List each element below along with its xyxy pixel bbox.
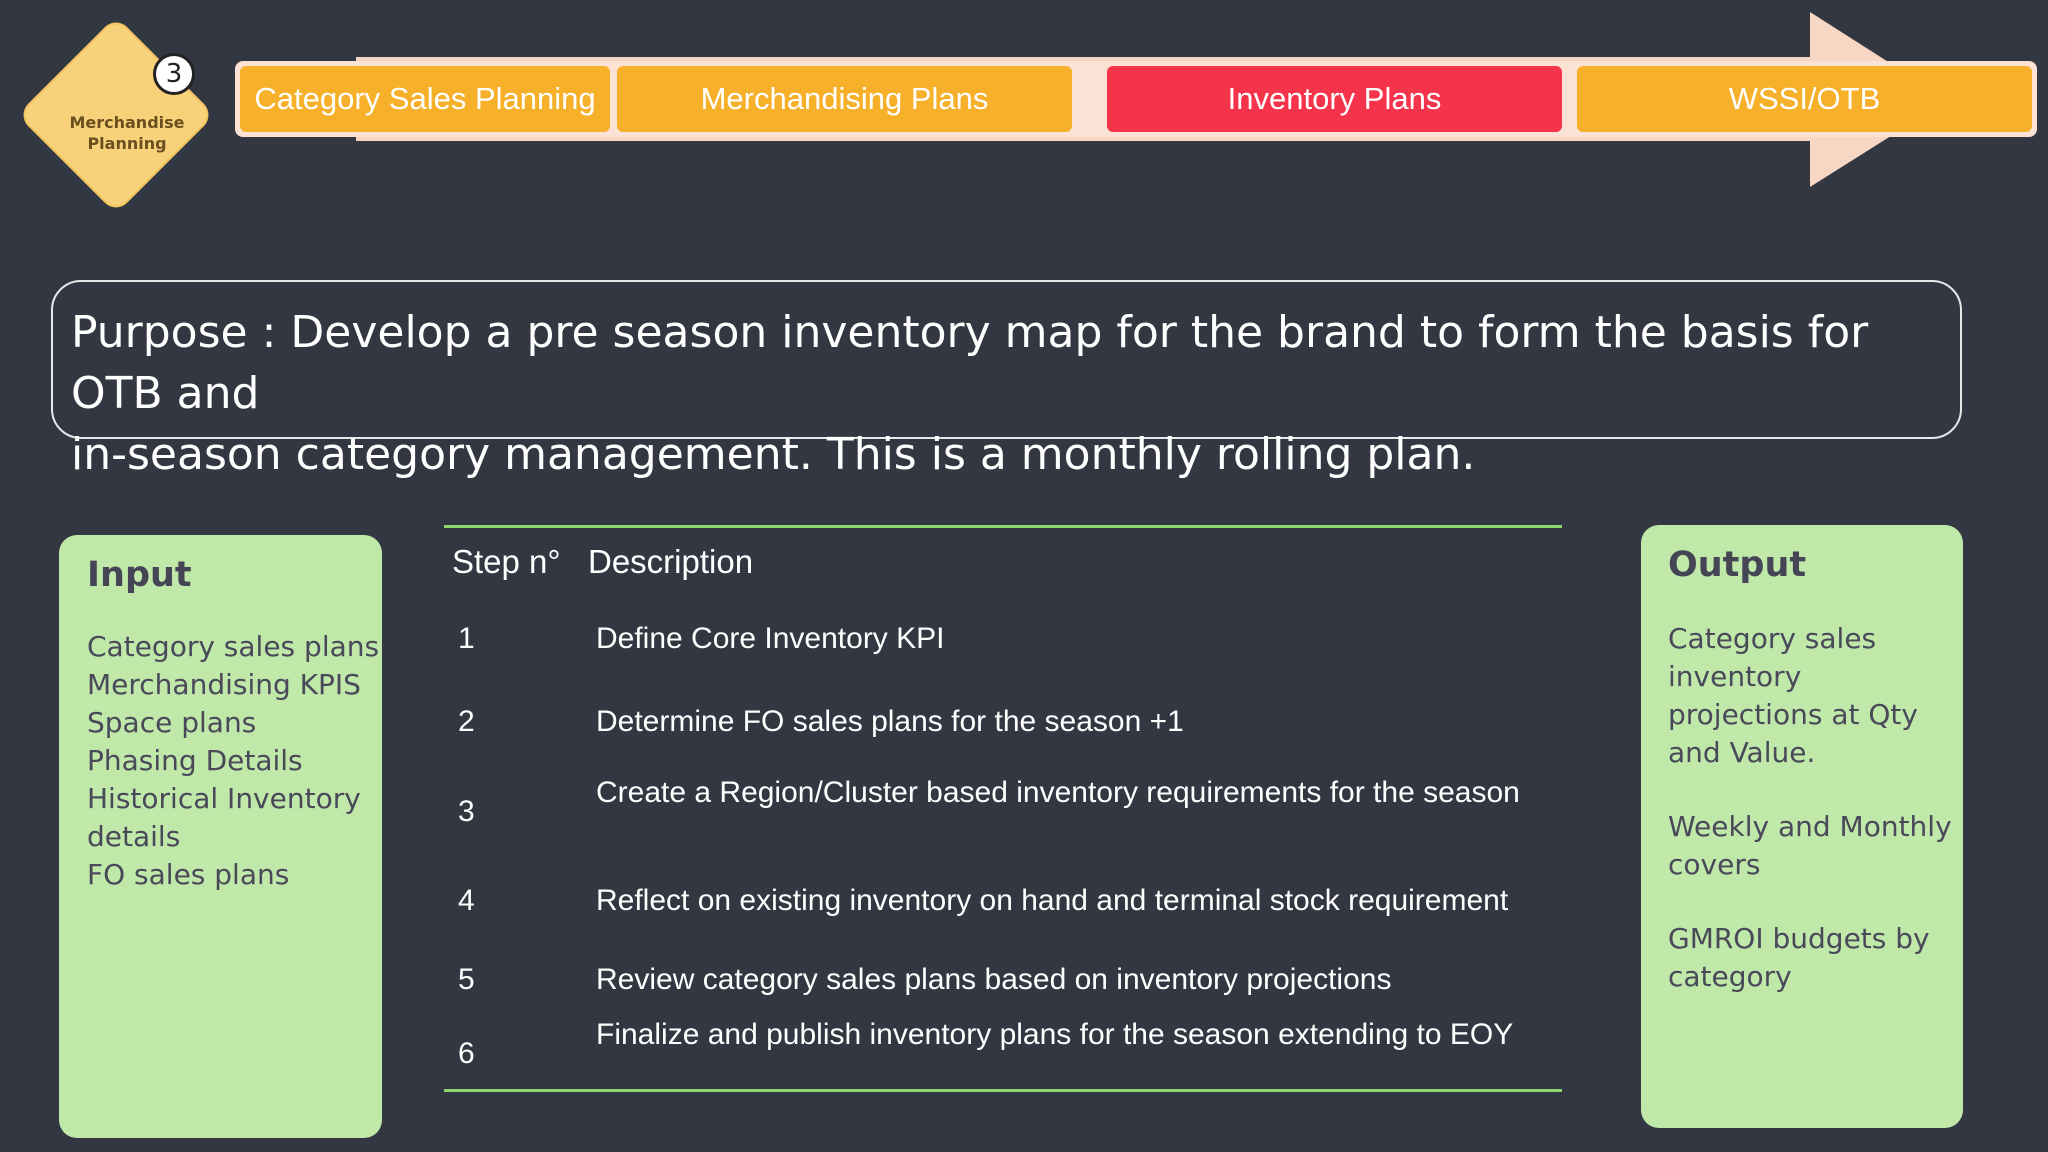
output-line: projections at Qty	[1668, 698, 1918, 731]
step-number: 5	[458, 963, 475, 996]
input-title: Input	[87, 555, 192, 595]
input-item: Merchandising KPIS	[87, 668, 361, 701]
step-number: 3	[458, 795, 475, 828]
step-number: 1	[458, 622, 475, 655]
step-description: Review category sales plans based on inv…	[596, 963, 1392, 996]
output-panel: Output Category sales inventory projecti…	[1641, 525, 1963, 1128]
header-step: Step n°	[452, 543, 561, 580]
output-line: category	[1668, 960, 1792, 993]
step-description: Define Core Inventory KPI	[596, 622, 945, 655]
output-line: covers	[1668, 848, 1761, 881]
input-item: Category sales plans	[87, 630, 380, 663]
output-line: and Value.	[1668, 736, 1816, 769]
output-line: Category sales	[1668, 622, 1877, 655]
stage-merchandising-plans[interactable]: Merchandising Plans	[617, 66, 1072, 132]
badge-label-text: Merchandise Planning	[69, 113, 185, 153]
purpose-box: Purpose : Develop a pre season inventory…	[51, 280, 1962, 480]
badge-step-number: 3	[153, 53, 195, 95]
input-panel: Input Category sales plans Merchandising…	[59, 535, 382, 1138]
step-description: Create a Region/Cluster based inventory …	[596, 776, 1520, 809]
header-description: Description	[588, 543, 754, 580]
input-item: details	[87, 820, 181, 853]
table-bottom-rule	[444, 1089, 1562, 1092]
output-line: Weekly and Monthly	[1668, 810, 1952, 843]
output-line: inventory	[1668, 660, 1802, 693]
step-number: 4	[458, 884, 475, 917]
output-list: Category sales inventory projections at …	[1668, 620, 1963, 996]
input-item: Space plans	[87, 706, 257, 739]
input-list: Category sales plans Merchandising KPIS …	[87, 628, 382, 894]
input-item: Historical Inventory	[87, 782, 361, 815]
input-item: Phasing Details	[87, 744, 303, 777]
purpose-line-2: in-season category management. This is a…	[71, 429, 1476, 480]
output-line: GMROI budgets by	[1668, 922, 1930, 955]
step-number: 6	[458, 1037, 475, 1070]
input-item: FO sales plans	[87, 858, 290, 891]
stage-wssi-otb[interactable]: WSSI/OTB	[1577, 66, 2032, 132]
step-description: Determine FO sales plans for the season …	[596, 705, 1184, 738]
stage-inventory-plans[interactable]: Inventory Plans	[1107, 66, 1562, 132]
badge-label: Merchandise Planning	[22, 112, 232, 154]
step-description: Finalize and publish inventory plans for…	[596, 1018, 1514, 1051]
stage-category-sales-planning[interactable]: Category Sales Planning	[240, 66, 610, 132]
table-top-rule	[444, 525, 1562, 528]
purpose-line-1: Purpose : Develop a pre season inventory…	[71, 307, 1869, 419]
output-title: Output	[1668, 545, 1807, 585]
step-number: 2	[458, 705, 475, 738]
step-description: Reflect on existing inventory on hand an…	[596, 884, 1509, 917]
